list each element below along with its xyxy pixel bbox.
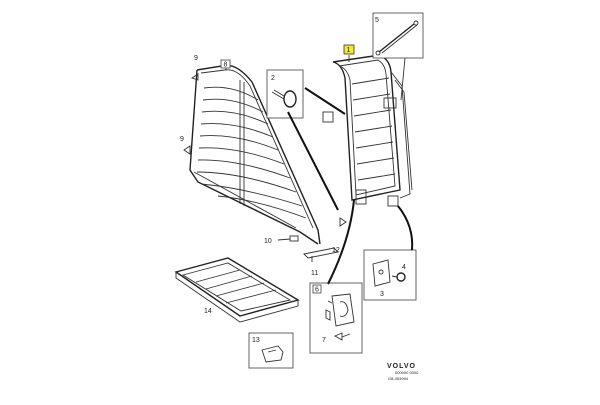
label-5: 5 — [375, 17, 379, 24]
box-part-2 — [266, 69, 304, 119]
callouts: 1 8 2 5 4 3 6 7 13 9 9 10 12 11 14 — [180, 17, 406, 344]
load-divider-grille — [183, 64, 321, 245]
label-10: 10 — [264, 238, 272, 245]
label-9-side: 9 — [180, 136, 184, 143]
fastener-10 — [277, 235, 299, 242]
label-2: 2 — [271, 75, 275, 82]
label-7: 7 — [322, 337, 326, 344]
label-9-top: 9 — [194, 55, 198, 62]
callout-box-1 — [343, 44, 355, 55]
callout-box-8 — [220, 59, 231, 69]
label-6: 6 — [315, 287, 319, 294]
label-11: 11 — [311, 270, 318, 277]
brand-block: VOLVO 000000 0000 G8-453994 — [387, 363, 419, 381]
label-8: 8 — [224, 62, 228, 69]
floor-tray — [174, 257, 300, 323]
leader-lines — [225, 55, 414, 285]
drawing-code: G8-453994 — [388, 376, 409, 381]
brand-sub: 000000 0000 — [395, 370, 419, 375]
label-13: 13 — [252, 337, 260, 344]
box-part-3 — [363, 249, 417, 301]
label-4: 4 — [402, 264, 406, 271]
box-part-5 — [372, 12, 424, 101]
seat-back-frame — [322, 54, 413, 227]
brand-logo: VOLVO — [387, 363, 416, 370]
box-part-6 — [309, 282, 363, 354]
label-12: 12 — [332, 247, 340, 254]
label-14: 14 — [204, 308, 212, 315]
bracket-12 — [303, 247, 339, 262]
label-3: 3 — [380, 291, 384, 298]
box-part-13 — [248, 332, 294, 369]
callout-box-6 — [312, 284, 322, 294]
label-1: 1 — [347, 47, 351, 54]
